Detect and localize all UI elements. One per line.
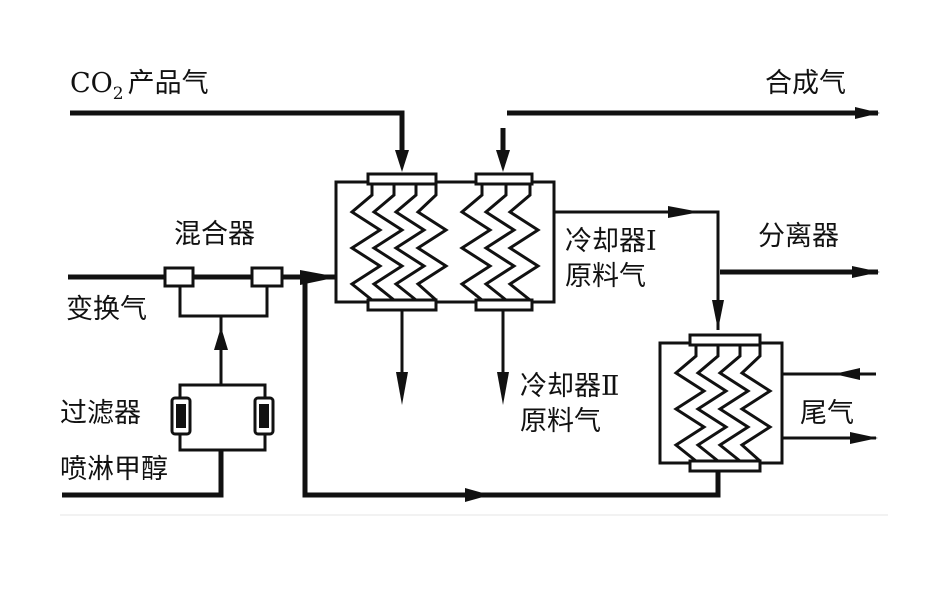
feed-to-cooler-1-arrow	[300, 270, 338, 285]
cooler-1-bottom-header-left	[366, 298, 438, 312]
cooler-2-label: 冷却器Ⅱ	[520, 371, 619, 402]
bottom-return-arrow	[465, 488, 490, 502]
cooler-1-second-inlet-arrow	[496, 150, 510, 172]
cooler-1-outlet-right-arrow	[497, 372, 509, 405]
co2-product-gas-pipe	[70, 110, 405, 160]
syngas-label: 合成气	[765, 68, 846, 99]
syngas-outlet-arrow	[855, 107, 880, 119]
cooler-1-feed-gas-label: 原料气	[565, 261, 646, 292]
separator-label: 分离器	[758, 221, 839, 252]
mixer-unit-right	[250, 266, 284, 288]
filter-cartridge-right-core	[259, 404, 269, 428]
cooler-2-inlet-arrow	[712, 300, 724, 330]
mixer-unit-left	[163, 266, 195, 288]
mixer-manifold	[178, 286, 269, 318]
filter-bottom-manifold	[178, 432, 267, 452]
tail-gas-label: 尾气	[800, 398, 854, 429]
filter-cartridge-left-core	[176, 404, 186, 428]
cooler-1-label: 冷却器Ⅰ	[565, 226, 657, 257]
cooler-1-bottom-header-right	[474, 298, 534, 312]
bottom-return-pipe	[302, 277, 721, 498]
separator-arrow	[852, 266, 880, 278]
shift-gas-label: 变换气	[66, 294, 147, 325]
cooler-1-outlet-arrow	[668, 206, 700, 218]
filter-top-manifold	[178, 383, 267, 400]
co2-inlet-arrow	[395, 150, 409, 172]
cooler-2-bottom-header	[688, 459, 762, 473]
cooler-1-to-cooler-2-pipe	[554, 210, 720, 330]
mixer-label: 混合器	[174, 219, 255, 250]
filter-label: 过滤器	[60, 398, 141, 429]
cooler-1-outlet-left-arrow	[396, 372, 408, 405]
cooler-2-feed-gas-label: 原料气	[520, 406, 601, 437]
filter-to-mixer-arrow	[214, 327, 228, 350]
cooler-1-coils	[349, 184, 541, 302]
spray-methanol-pipe	[62, 450, 224, 498]
cooler-2-top-header	[688, 333, 762, 347]
cooler-1-top-header-left	[366, 172, 438, 186]
cooler-2-coils	[673, 345, 773, 463]
spray-methanol-label: 喷淋甲醇	[60, 454, 168, 485]
cooler-1-top-header-right	[474, 172, 534, 186]
tail-gas-outlet-arrow	[850, 432, 878, 444]
tail-gas-inlet-arrow	[834, 368, 860, 380]
